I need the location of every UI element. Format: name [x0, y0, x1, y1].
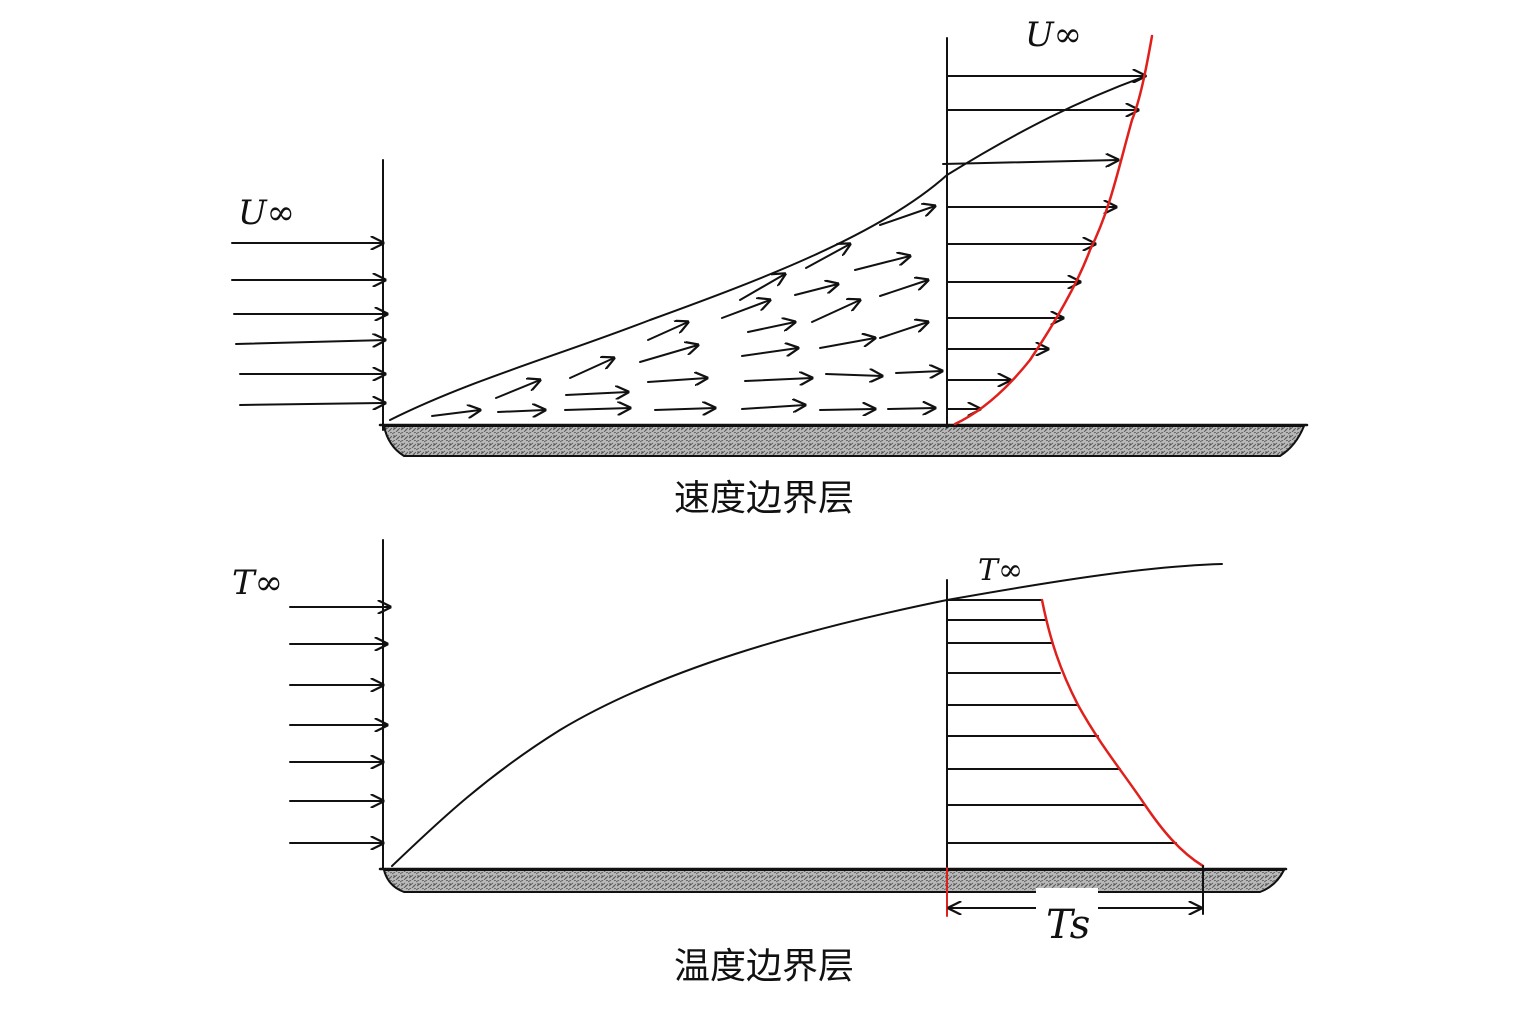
interior-arrow: [805, 244, 850, 269]
velocity-profile-curve: [953, 34, 1154, 426]
velocity-freestream-label-right: U∞: [1025, 15, 1082, 55]
interior-arrow: [819, 409, 875, 410]
thermal-caption: 温度边界层: [674, 946, 854, 987]
velocity-freestream-arrows: [231, 243, 387, 405]
profile-arrow: [942, 160, 1118, 164]
interior-arrow: [721, 300, 770, 319]
interior-arrow: [565, 392, 628, 395]
thermal-freestream-label-right: T∞: [978, 553, 1023, 588]
interior-arrow: [825, 374, 882, 376]
thermal-profile-curve: [1040, 598, 1205, 868]
interior-arrow: [654, 408, 715, 410]
velocity-freestream-label-left: U∞: [238, 193, 295, 233]
interior-arrow: [887, 408, 935, 409]
velocity-caption: 速度边界层: [674, 478, 854, 519]
interior-arrow: [819, 338, 875, 349]
interior-arrow: [879, 280, 928, 297]
interior-arrow: [811, 300, 860, 323]
freestream-arrow: [235, 340, 385, 344]
interior-arrow: [639, 345, 698, 363]
thermal-profile-lines: [946, 599, 1177, 844]
thermal-boundary-layer-diagram: T∞ T∞ Ts 温度边界层: [232, 539, 1288, 987]
interior-arrow: [569, 358, 614, 379]
thermal-surface-label: Ts: [1046, 902, 1090, 948]
thermal-freestream-label-left: T∞: [232, 563, 283, 603]
interior-arrow: [854, 256, 910, 271]
thermal-plate: [382, 869, 1286, 893]
thermal-boundary-layer-edge: [391, 563, 1223, 867]
velocity-interior-arrows: [431, 206, 942, 416]
velocity-boundary-layer-edge: [389, 75, 1147, 421]
velocity-plate: [382, 425, 1306, 457]
freestream-arrow: [239, 403, 385, 405]
interior-arrow: [794, 284, 838, 296]
interior-arrow: [879, 322, 928, 339]
interior-arrow: [747, 322, 795, 333]
velocity-profile-arrows: [942, 76, 1145, 409]
interior-arrow: [431, 410, 480, 416]
interior-arrow: [647, 378, 707, 382]
ts-label-background: [1036, 888, 1098, 928]
interior-arrow: [739, 274, 785, 301]
interior-arrow: [744, 378, 812, 381]
interior-arrow: [741, 348, 798, 357]
interior-arrow: [497, 410, 545, 412]
thermal-freestream-arrows: [289, 607, 390, 843]
interior-arrow: [564, 408, 630, 410]
interior-arrow: [647, 322, 688, 341]
interior-arrow: [879, 206, 935, 226]
velocity-boundary-layer-diagram: U∞: [231, 15, 1309, 519]
interior-arrow: [495, 380, 540, 399]
interior-arrow: [895, 371, 942, 373]
interior-arrow: [741, 405, 805, 409]
